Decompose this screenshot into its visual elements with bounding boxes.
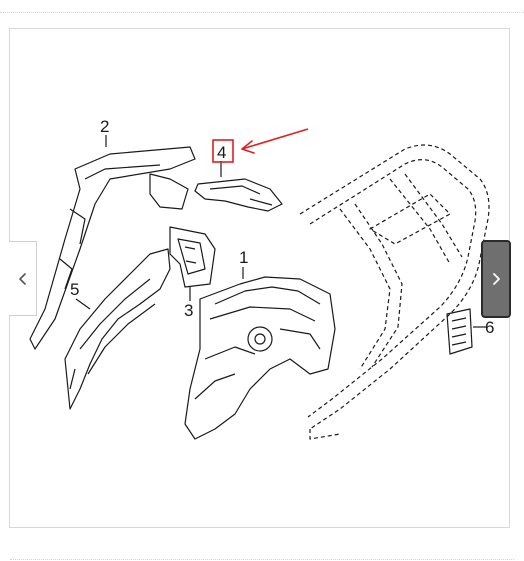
callout-4: 4: [217, 143, 226, 162]
bottom-divider: [10, 559, 514, 560]
part-1-wheelhouse-assembly: [184, 276, 336, 440]
previous-image-button[interactable]: [9, 241, 37, 316]
callout-3: 3: [184, 301, 193, 320]
leader-lines: [75, 135, 487, 328]
callout-5: 5: [70, 280, 79, 299]
part-5-wheelhouse: [64, 248, 171, 410]
callout-1: 1: [239, 248, 248, 267]
chevron-right-icon: [493, 273, 500, 285]
next-image-button[interactable]: [481, 240, 511, 318]
callout-6: 6: [485, 318, 494, 337]
part-2-pillar: [29, 146, 196, 350]
callout-4-highlight: [212, 128, 309, 163]
body-side-outline: [299, 144, 490, 440]
part-4-bracket: [194, 178, 283, 212]
chevron-left-icon: [18, 272, 26, 285]
parts-diagram: 2 4 1 5 3 6: [29, 117, 494, 440]
callout-2: 2: [100, 117, 109, 136]
image-viewer: 2 4 1 5 3 6: [9, 28, 510, 528]
part-6-vent: [446, 308, 473, 355]
top-divider: [0, 12, 524, 13]
part-3-bracket: [169, 226, 216, 288]
